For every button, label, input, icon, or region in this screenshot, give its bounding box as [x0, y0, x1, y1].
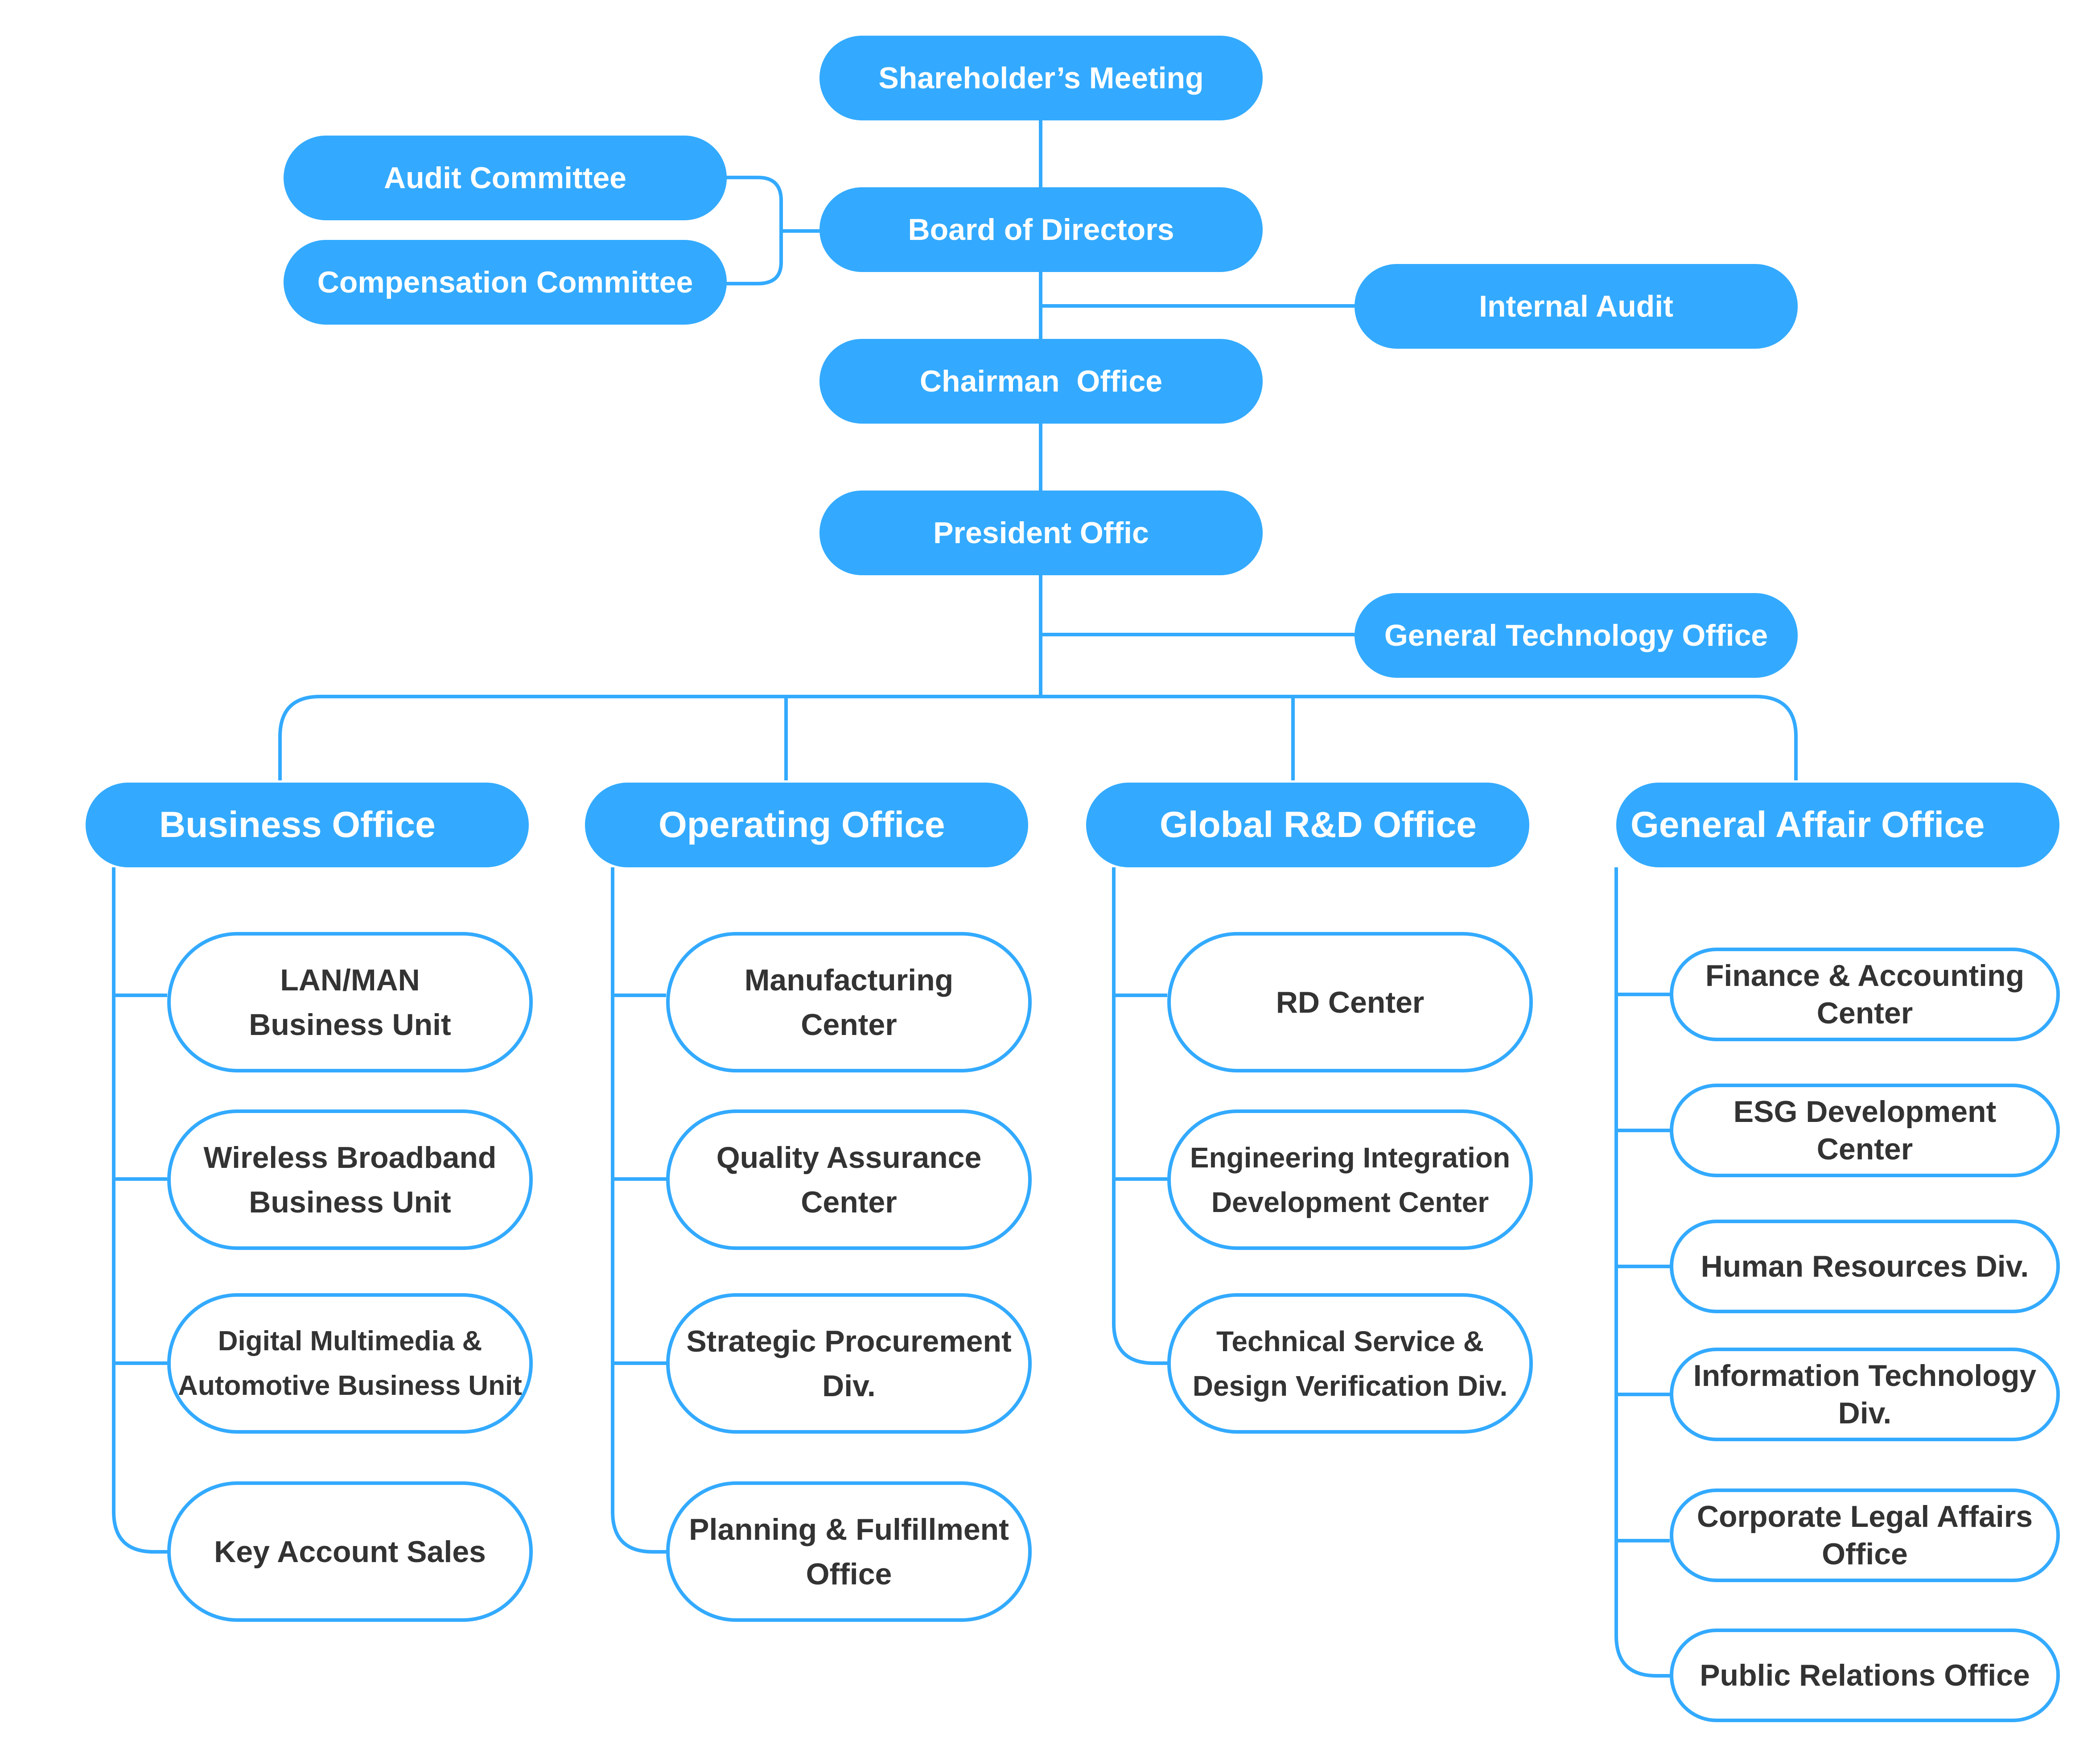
unit-label: Human Resources Div. — [1701, 1249, 2029, 1283]
operating-office-header: Operating Office — [585, 783, 1028, 867]
president-office-box: President Offic — [819, 491, 1263, 575]
unit-label: RD Center — [1276, 985, 1425, 1019]
internal-audit-box: Internal Audit — [1355, 264, 1798, 349]
unit-label: LAN/MAN Business Unit — [249, 963, 451, 1042]
general-technology-office-box: General Technology Office — [1355, 593, 1798, 678]
global-rd-office-header: Global R&D Office — [1086, 783, 1529, 867]
unit-label: Strategic Procurement Div. — [686, 1324, 1012, 1403]
board-of-directors-box: Board of Directors — [819, 187, 1263, 272]
compensation-committee-label: Compensation Committee — [317, 265, 693, 299]
unit-label: Technical Service & Design Verification … — [1192, 1325, 1508, 1402]
shareholders-meeting-label: Shareholder’s Meeting — [878, 61, 1204, 95]
unit-label: Wireless Broadband Business Unit — [203, 1140, 497, 1219]
unit-box: Information Technology Div. — [1670, 1348, 2060, 1441]
business-office-header: Business Office — [86, 783, 529, 867]
unit-box: Corporate Legal Affairs Office — [1670, 1488, 2060, 1582]
unit-box: Engineering Integration Development Cent… — [1167, 1109, 1533, 1250]
office-name: Business Office — [159, 804, 436, 845]
chairman-office-box: Chairman Office — [819, 339, 1263, 424]
unit-box: Wireless Broadband Business Unit — [167, 1109, 533, 1250]
audit-committee-box: Audit Committee — [284, 136, 727, 220]
unit-label: Manufacturing Center — [744, 963, 954, 1042]
office-name: General Affair Office — [1631, 804, 1985, 845]
unit-box: Planning & Fulfillment Office — [666, 1481, 1032, 1622]
president-office-label: President Offic — [933, 516, 1149, 550]
unit-box: ESG Development Center — [1670, 1084, 2060, 1177]
unit-box: RD Center — [1167, 932, 1533, 1072]
internal-audit-label: Internal Audit — [1479, 289, 1673, 323]
unit-label: Information Technology Div. — [1693, 1359, 2037, 1430]
unit-box: Digital Multimedia & Automotive Business… — [167, 1293, 533, 1434]
office-name: Operating Office — [659, 804, 945, 845]
unit-box: Key Account Sales — [167, 1481, 533, 1622]
general-technology-office-label: General Technology Office — [1384, 618, 1768, 652]
shareholders-meeting-box: Shareholder’s Meeting — [819, 36, 1263, 120]
unit-label: Digital Multimedia & Automotive Business… — [178, 1325, 522, 1401]
unit-label: Corporate Legal Affairs Office — [1696, 1500, 2033, 1571]
unit-label: Engineering Integration Development Cent… — [1190, 1141, 1511, 1218]
compensation-committee-box: Compensation Committee — [284, 240, 727, 325]
general-affair-office-header: General Affair Office — [1616, 783, 2059, 867]
unit-label: Public Relations Office — [1700, 1658, 2030, 1692]
chairman-office-label: Chairman Office — [919, 364, 1163, 398]
office-name: Global R&D Office — [1160, 804, 1477, 845]
unit-label: ESG Development Center — [1733, 1095, 1997, 1166]
unit-box: Human Resources Div. — [1670, 1220, 2060, 1313]
unit-label: Finance & Accounting Center — [1705, 959, 2025, 1030]
unit-box: Quality Assurance Center — [666, 1109, 1032, 1250]
unit-box: Strategic Procurement Div. — [666, 1293, 1032, 1434]
unit-box: Technical Service & Design Verification … — [1167, 1293, 1533, 1434]
board-of-directors-label: Board of Directors — [908, 213, 1174, 247]
unit-box: LAN/MAN Business Unit — [167, 932, 533, 1072]
unit-label: Planning & Fulfillment Office — [689, 1512, 1009, 1591]
unit-box: Manufacturing Center — [666, 932, 1032, 1072]
unit-box: Public Relations Office — [1670, 1629, 2060, 1722]
unit-label: Quality Assurance Center — [716, 1140, 982, 1219]
unit-box: Finance & Accounting Center — [1670, 948, 2060, 1041]
unit-label: Key Account Sales — [214, 1534, 486, 1569]
audit-committee-label: Audit Committee — [384, 161, 626, 195]
